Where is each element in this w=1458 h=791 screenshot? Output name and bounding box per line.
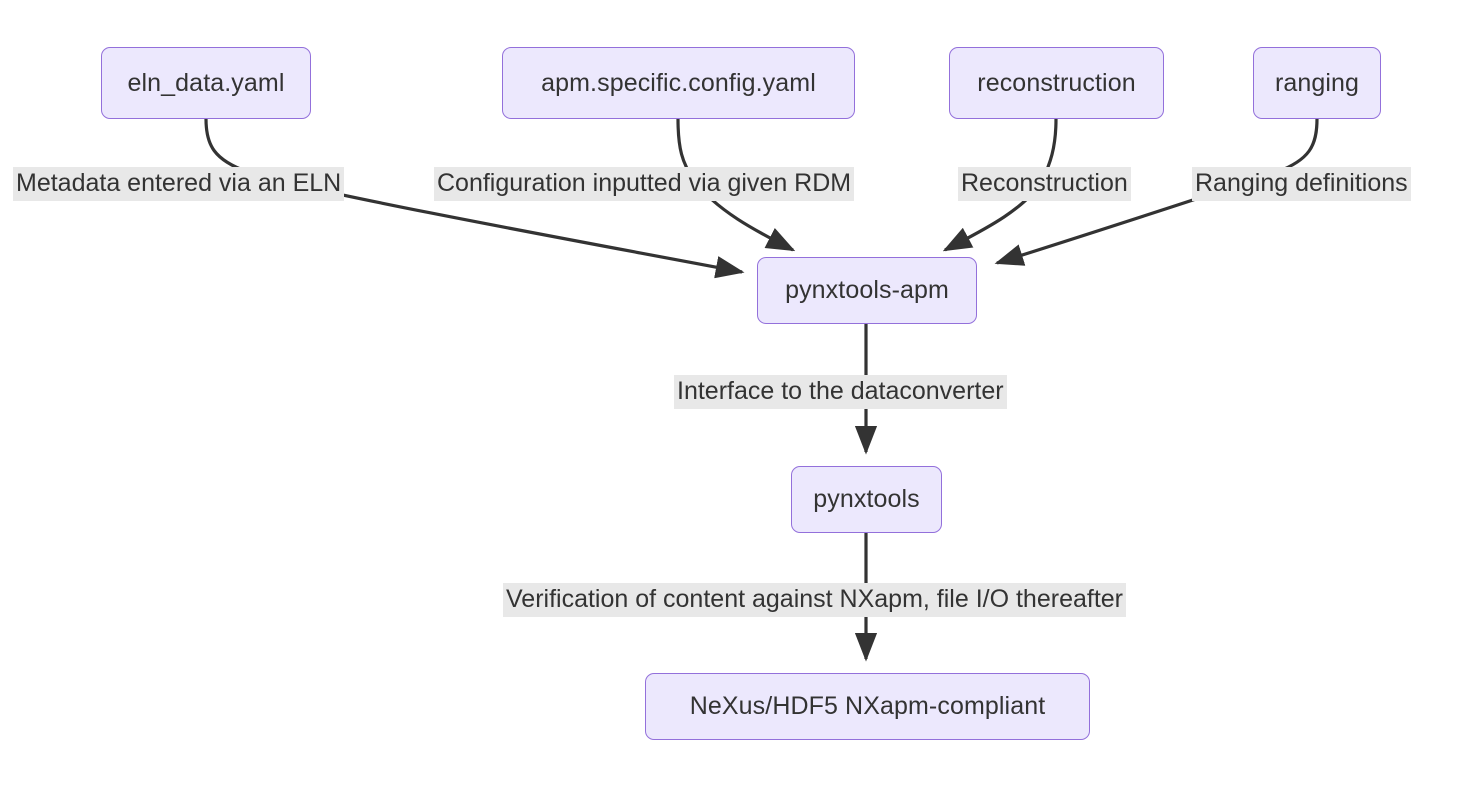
edge-label-reconstruction: Reconstruction [958, 167, 1131, 201]
node-label: pynxtools [813, 485, 920, 513]
node-reconstruction[interactable]: reconstruction [949, 47, 1164, 119]
node-label: eln_data.yaml [127, 68, 285, 97]
node-label: reconstruction [977, 68, 1136, 97]
node-label: NeXus/HDF5 NXapm-compliant [689, 692, 1046, 720]
node-label: apm.specific.config.yaml [541, 68, 816, 97]
node-label: pynxtools-apm [785, 276, 949, 304]
node-label: ranging [1274, 68, 1360, 97]
node-eln-data-yaml[interactable]: eln_data.yaml [101, 47, 311, 119]
edge-label-verification-of-content-against-nxapm: Verification of content against NXapm, f… [503, 583, 1126, 617]
node-nexus-hdf5-nxapm-compliant[interactable]: NeXus/HDF5 NXapm-compliant [645, 673, 1090, 740]
edge-label-metadata-entered-via-an-eln: Metadata entered via an ELN [13, 167, 345, 201]
edge-label-configuration-inputted-via-given-rdm: Configuration inputted via given RDM [434, 167, 855, 201]
edge-label-ranging-definitions: Ranging definitions [1192, 167, 1411, 201]
node-pynxtools-apm[interactable]: pynxtools-apm [757, 257, 977, 324]
edge-label-interface-to-the-dataconverter: Interface to the dataconverter [674, 375, 1007, 409]
node-pynxtools[interactable]: pynxtools [791, 466, 942, 533]
node-apm-specific-config-yaml[interactable]: apm.specific.config.yaml [502, 47, 855, 119]
node-ranging[interactable]: ranging [1253, 47, 1381, 119]
